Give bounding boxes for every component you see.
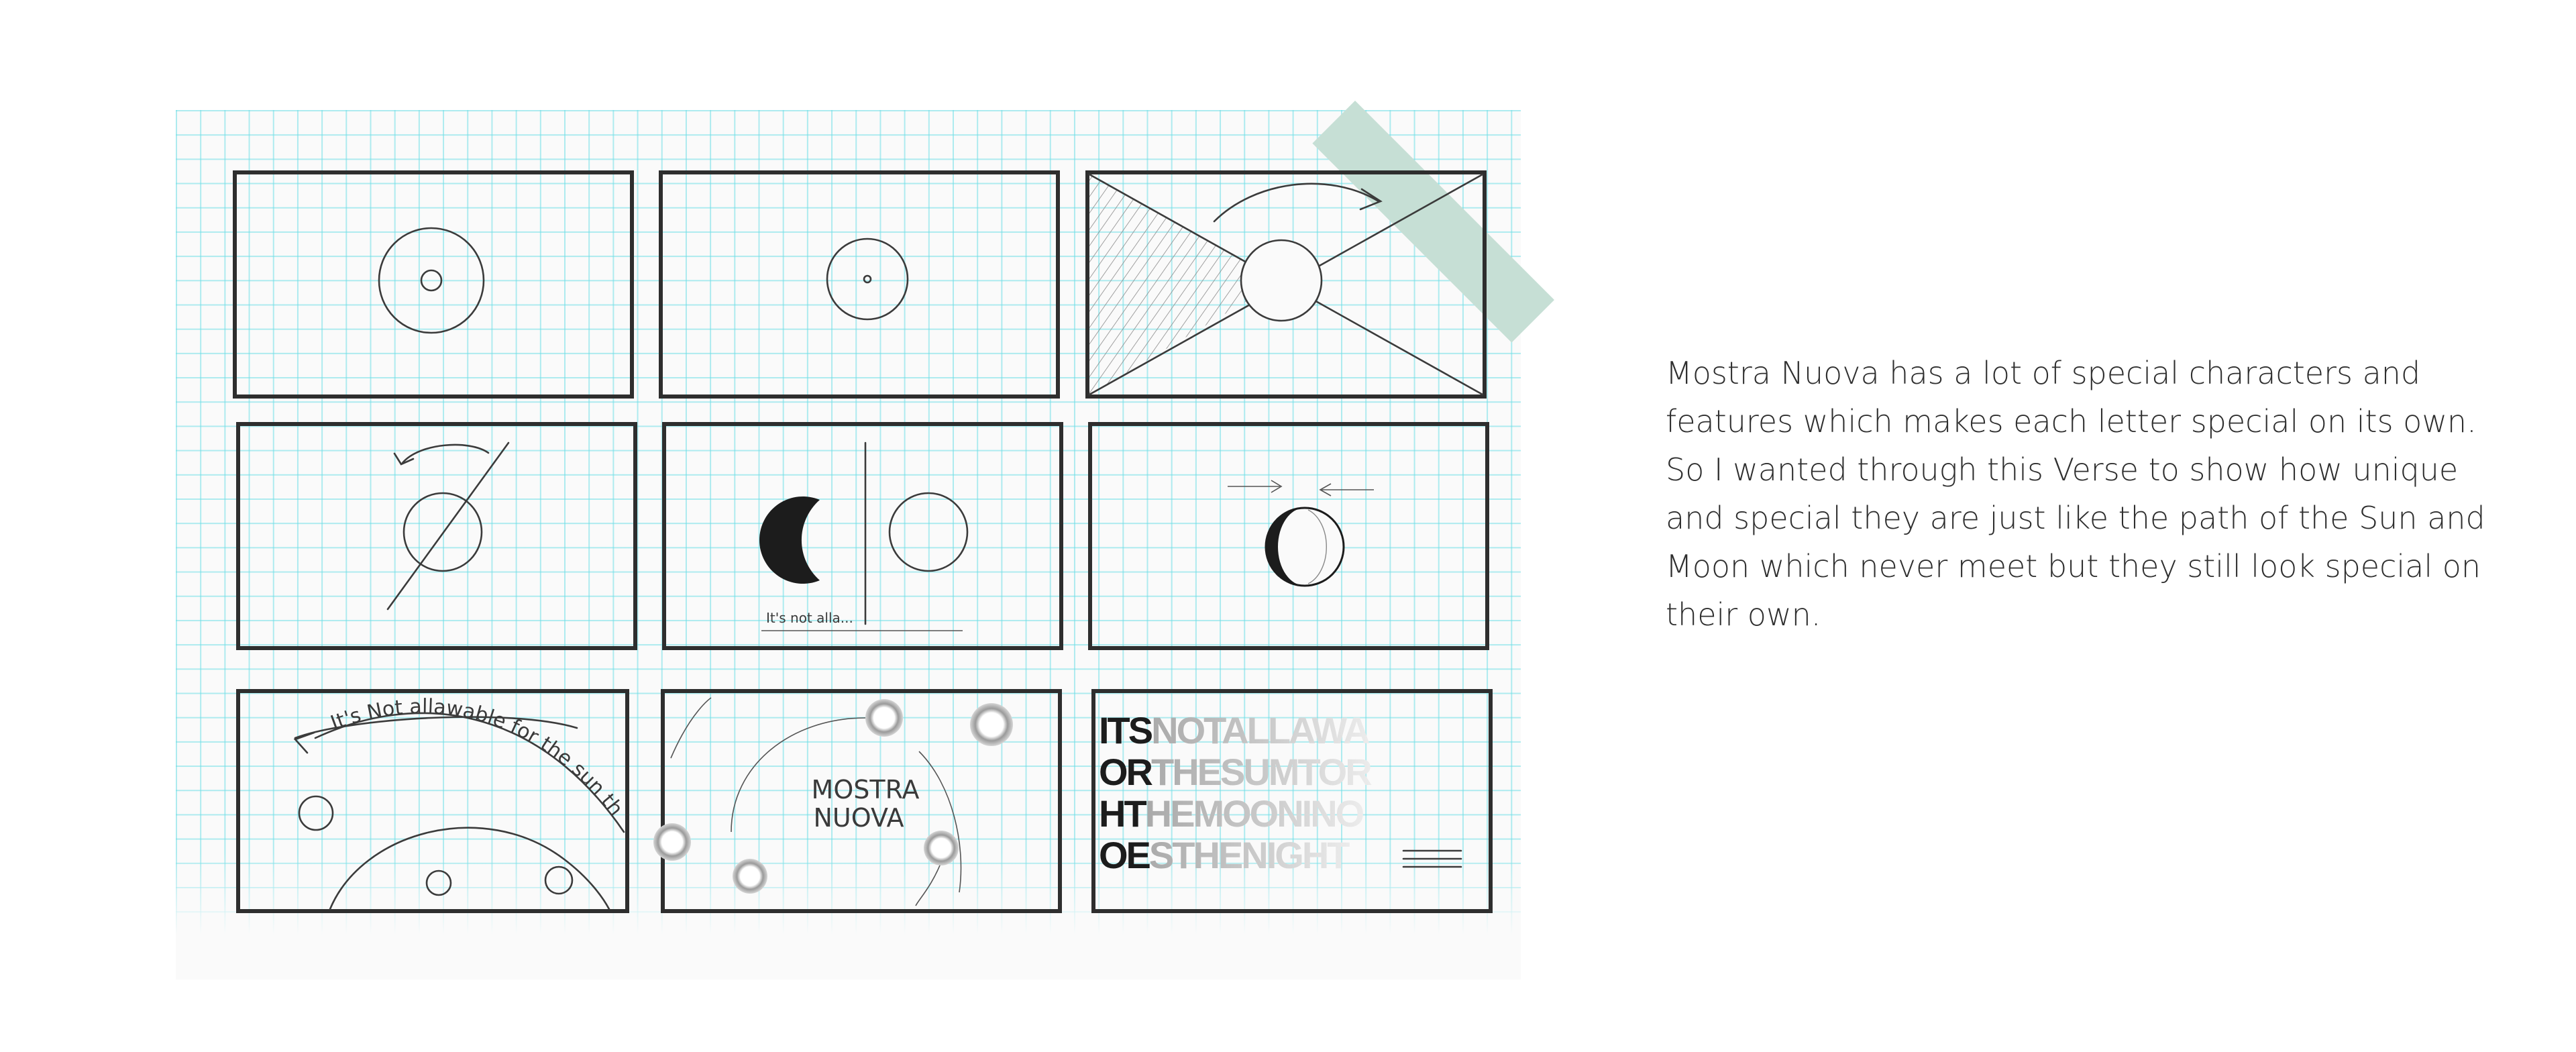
storyboard-panel-8: MOSTRA NUOVA [653,689,1062,913]
description-paragraph: Mostra Nuova has a lot of special charac… [1666,355,2485,633]
poster-line-1: ITSNOTALLAWA [1099,709,1369,751]
panel-7-arc-text: It's Not allawable for the sun th [327,695,627,821]
poster-line-1-light: NOTALLAWA [1151,709,1369,751]
poster-line-3-light: HEMOONINO [1145,792,1364,835]
poster-line-4: OESTHENIGHT [1099,834,1350,876]
poster-line-3: HTHEMOONINO [1099,792,1364,835]
storyboard-panel-6 [1088,422,1489,650]
storyboard-panel-7: It's Not allawable for the sun th [236,689,629,913]
panel-8-title-line1: MOSTRA [812,775,920,804]
panel-5-caption: It's not alla... [766,610,853,626]
poster-line-4-light: STHENIGHT [1149,834,1350,876]
storyboard-panel-2 [659,170,1060,399]
storyboard-panel-5: It's not alla... [662,422,1063,650]
poster-line-1-dark: ITS [1099,709,1152,751]
poster-line-2-light: THESUMTOR [1151,751,1372,793]
poster-line-2: ORTHESUMTOR [1099,751,1372,793]
panel-8-title-line2: NUOVA [813,803,904,833]
poster-line-4-dark: OE [1099,834,1150,876]
svg-text:It's Not allawable for the sun: It's Not allawable for the sun th [327,695,627,821]
storyboard-panel-9: ITSNOTALLAWA ORTHESUMTOR HTHEMOONINO OES… [1091,689,1493,913]
storyboard-panel-1 [233,170,634,399]
storyboard-panel-3 [1085,170,1487,399]
storyboard-panel-4 [236,422,637,650]
poster-line-2-dark: OR [1099,751,1153,793]
poster-line-3-dark: HT [1099,792,1146,835]
